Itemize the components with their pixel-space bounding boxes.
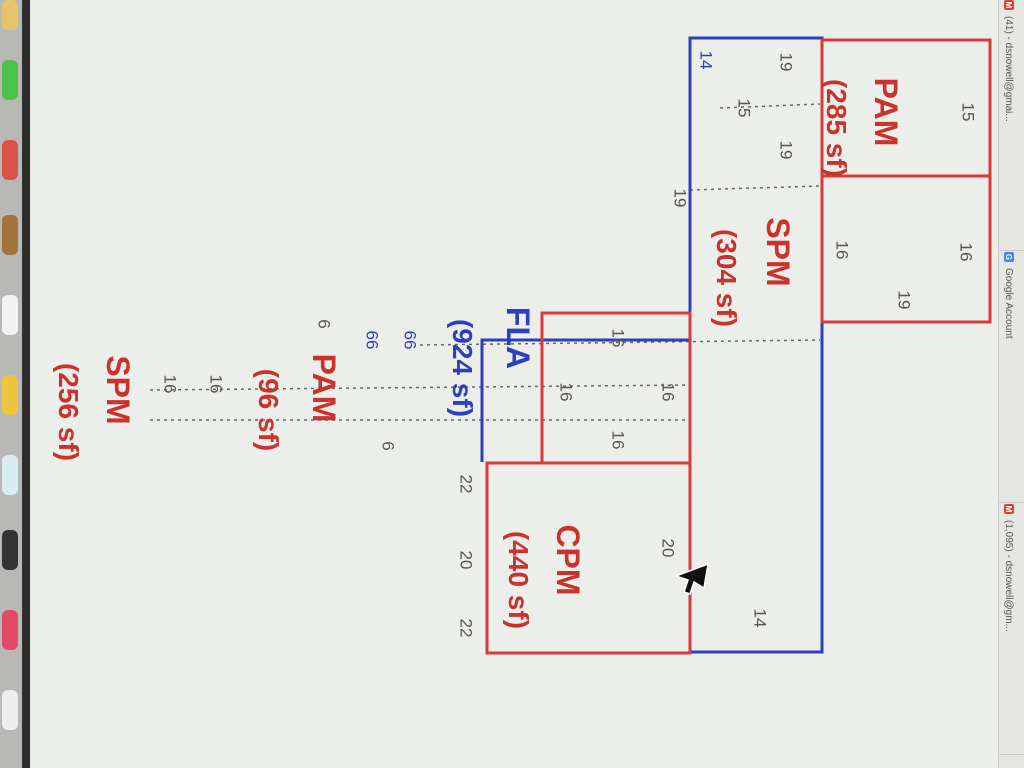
dock-app-icon[interactable] bbox=[2, 455, 18, 495]
browser-tab-strip: M (41) - dsnowell@gmai... G Google Accou… bbox=[998, 0, 1024, 768]
dimension-label: 16 bbox=[160, 374, 180, 394]
gmail-icon: M bbox=[1004, 0, 1014, 10]
spm-bottom-area: (256 sf) bbox=[53, 362, 84, 462]
dock-app-icon[interactable] bbox=[2, 690, 18, 730]
browser-tab[interactable]: M (1,095) - dsnowell@gm... bbox=[999, 504, 1024, 755]
guide-line bbox=[689, 185, 821, 191]
pam-mid-area: (96 sf) bbox=[253, 368, 284, 452]
dimension-label: 66 bbox=[400, 330, 420, 350]
spm-top-name: SPM bbox=[760, 217, 796, 287]
dock-app-icon[interactable] bbox=[2, 215, 18, 255]
window-edge bbox=[22, 0, 30, 768]
cpm-area: (440 sf) bbox=[503, 530, 534, 630]
dock-app-icon[interactable] bbox=[2, 530, 18, 570]
google-icon: G bbox=[1004, 252, 1014, 262]
dimension-label: 19 bbox=[776, 140, 796, 160]
fla-outline bbox=[480, 338, 690, 462]
tab-label: (1,095) - dsnowell@gm... bbox=[1003, 520, 1015, 632]
dimension-label: 20 bbox=[658, 538, 678, 558]
dimension-label: 16 bbox=[956, 242, 976, 262]
dimension-label: 22 bbox=[456, 474, 476, 494]
dimension-label: 16 bbox=[608, 430, 628, 450]
dimension-label: 16 bbox=[556, 382, 576, 402]
fla-name: FLA bbox=[500, 306, 536, 370]
guide-line bbox=[149, 384, 691, 391]
dimension-label: 19 bbox=[894, 290, 914, 310]
dock-app-icon[interactable] bbox=[2, 295, 18, 335]
tab-label: (41) - dsnowell@gmai... bbox=[1003, 16, 1015, 122]
dimension-label: 16 bbox=[206, 374, 226, 394]
tab-label: Google Account bbox=[1003, 268, 1015, 339]
dimension-label: 15 bbox=[734, 98, 754, 118]
dimension-label: 14 bbox=[750, 608, 770, 628]
cpm-outline bbox=[485, 461, 692, 655]
dimension-label: 19 bbox=[776, 52, 796, 72]
pam-top-name: PAM bbox=[868, 77, 904, 147]
pam-top-outline bbox=[820, 38, 992, 324]
dock bbox=[0, 0, 23, 768]
spm-bottom-name: SPM bbox=[100, 355, 136, 425]
dimension-label: 6 bbox=[314, 319, 334, 329]
mouse-cursor-icon bbox=[673, 562, 709, 595]
pam-mid-name: PAM bbox=[306, 353, 342, 423]
pam-top-area: (285 sf) bbox=[821, 78, 852, 178]
dock-app-icon[interactable] bbox=[2, 610, 18, 650]
dimension-label: 66 bbox=[362, 330, 382, 350]
browser-tab[interactable]: M (41) - dsnowell@gmai... bbox=[999, 0, 1024, 251]
sketch-canvas[interactable] bbox=[30, 0, 998, 768]
fla-area: (924 sf) bbox=[447, 318, 478, 418]
browser-tab[interactable]: G Google Account bbox=[999, 252, 1024, 503]
dimension-label: 20 bbox=[456, 550, 476, 570]
dimension-label: 16 bbox=[658, 382, 678, 402]
guide-line bbox=[719, 103, 821, 109]
gmail-icon: M bbox=[1004, 504, 1014, 514]
dimension-label: 19 bbox=[670, 188, 690, 208]
floor-plan-drawing bbox=[149, 36, 992, 655]
dock-app-icon[interactable] bbox=[2, 60, 18, 100]
spm-top-area: (304 sf) bbox=[711, 228, 742, 328]
dimension-label: 14 bbox=[696, 50, 716, 70]
cpm-name: CPM bbox=[550, 524, 586, 596]
dock-app-icon[interactable] bbox=[2, 140, 18, 180]
dimension-label: 16 bbox=[832, 240, 852, 260]
dimension-label: 6 bbox=[378, 441, 398, 451]
dock-app-icon[interactable] bbox=[2, 375, 18, 415]
dimension-label: 15 bbox=[958, 102, 978, 122]
dock-app-icon[interactable] bbox=[2, 0, 18, 30]
dimension-label: 22 bbox=[456, 618, 476, 638]
dimension-label: 16 bbox=[608, 328, 628, 348]
